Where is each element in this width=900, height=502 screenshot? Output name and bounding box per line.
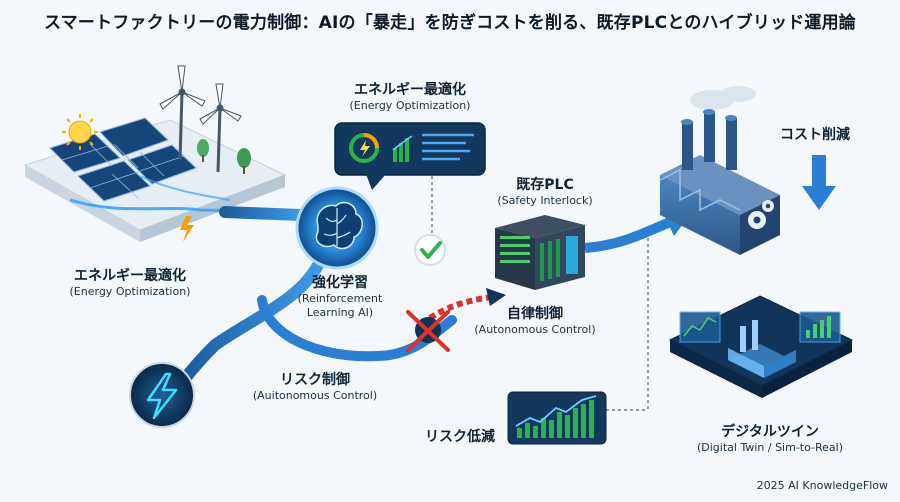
check-icon: [414, 234, 446, 266]
label-energy-top: エネルギー最適化 (Energy Optimization): [330, 82, 490, 113]
gear-icon: [748, 200, 774, 229]
label-plc-jp: 既存PLC: [516, 177, 574, 193]
flow-pipes: [178, 206, 692, 386]
label-rl: 強化学習 (Reinforcement Learning AI): [285, 275, 395, 320]
chart-icon: [507, 391, 607, 445]
label-autonomous-en: (Autonomous Control): [474, 323, 596, 336]
down-arrow-icon: [802, 155, 836, 210]
page-title: スマートファクトリーの電力制御：AIの「暴走」を防ぎコストを削る、既存PLCとの…: [43, 13, 857, 33]
label-digital-twin-jp: デジタルツイン: [721, 424, 819, 440]
footer-credit: 2025 AI KnowledgeFlow: [756, 479, 888, 492]
tree-icon: [197, 139, 251, 174]
label-energy-left-en: (Energy Optimization): [69, 285, 191, 298]
label-autonomous-jp: 自律制御: [507, 306, 563, 322]
label-risk-control-jp: リスク制御: [280, 372, 350, 388]
label-plc-en: (Safety Interlock): [497, 194, 593, 207]
label-plc: 既存PLC (Safety Interlock): [490, 177, 600, 208]
label-rl-en1: (Reinforcement: [297, 292, 383, 305]
blocked-x-icon: [406, 310, 450, 352]
label-cost-reduction: コスト削減: [780, 127, 850, 143]
label-energy-left: エネルギー最適化 (Energy Optimization): [40, 268, 220, 299]
lightning-icon: [129, 362, 195, 428]
label-risk-control-en: (Auitonomous Control): [252, 389, 378, 402]
wind-turbine-icon: [159, 65, 242, 173]
digital-twin-icon: [668, 295, 854, 398]
dotted-connectors: [431, 176, 649, 411]
lightning-icon-small: [180, 216, 194, 242]
label-digital-twin: デジタルツイン (Digital Twin / Sim-to-Real): [680, 424, 860, 455]
label-rl-en2: Learning AI): [306, 306, 374, 319]
solar-wind-island: [23, 65, 291, 242]
sun-icon: [62, 114, 98, 150]
plc-icon: [495, 215, 585, 290]
label-energy-top-en: (Energy Optimization): [349, 99, 471, 112]
label-risk-reduction: リスク低減: [425, 429, 495, 445]
label-energy-top-jp: エネルギー最適化: [354, 82, 466, 98]
label-autonomous: 自律制御 (Autonomous Control): [470, 306, 600, 337]
label-risk-control: リスク制御 (Auitonomous Control): [245, 372, 385, 403]
label-energy-left-jp: エネルギー最適化: [74, 268, 186, 284]
label-rl-jp: 強化学習: [312, 275, 368, 291]
label-digital-twin-en: (Digital Twin / Sim-to-Real): [696, 441, 844, 454]
arrow-to-autonomous: [486, 288, 506, 306]
brain-icon: [295, 186, 379, 270]
energy-dashboard-bubble: [334, 122, 486, 190]
